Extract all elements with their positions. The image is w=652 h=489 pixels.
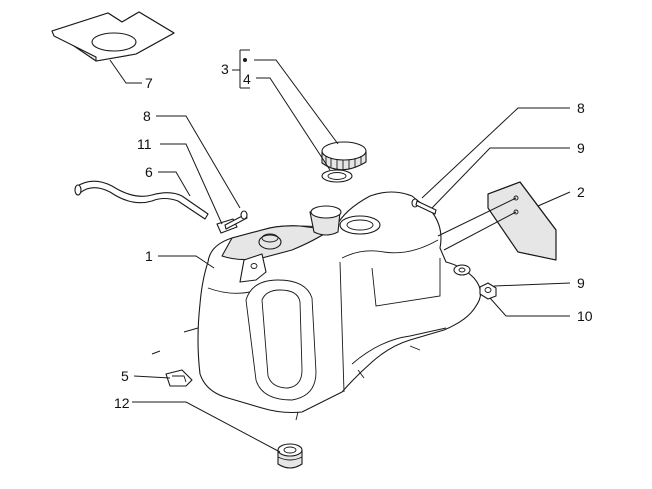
- right-shield-plate: [487, 181, 557, 261]
- heat-shield-plate: [51, 11, 175, 62]
- callout-8-right: 8: [577, 100, 585, 116]
- callout-4: 4: [243, 71, 251, 87]
- callout-7: 7: [145, 75, 153, 91]
- fuel-tank: [197, 191, 482, 421]
- callout-12: 12: [114, 395, 130, 411]
- fastener-clip: [165, 369, 193, 387]
- bolt-right: [411, 198, 437, 215]
- callout-1: 1: [145, 248, 153, 264]
- callout-9-top: 9: [577, 140, 585, 156]
- bolt-left: [224, 210, 248, 230]
- breather-hose: [74, 180, 209, 220]
- assembly-lines: [437, 197, 517, 251]
- callout-3: 3: [221, 61, 229, 77]
- fuel-cap: [321, 141, 367, 183]
- callout-6: 6: [145, 164, 153, 180]
- callout-10: 10: [577, 308, 593, 324]
- bullet-dot: [243, 58, 247, 62]
- hidden-line-marks: [151, 327, 199, 355]
- rubber-grommet: [277, 443, 303, 469]
- callout-2: 2: [577, 184, 585, 200]
- callout-11: 11: [137, 136, 152, 152]
- callout-5: 5: [121, 368, 129, 384]
- callout-8-left: 8: [143, 108, 151, 124]
- callout-9-bottom: 9: [577, 275, 585, 291]
- washer-nut: [479, 282, 497, 300]
- leader-lines: [109, 49, 571, 453]
